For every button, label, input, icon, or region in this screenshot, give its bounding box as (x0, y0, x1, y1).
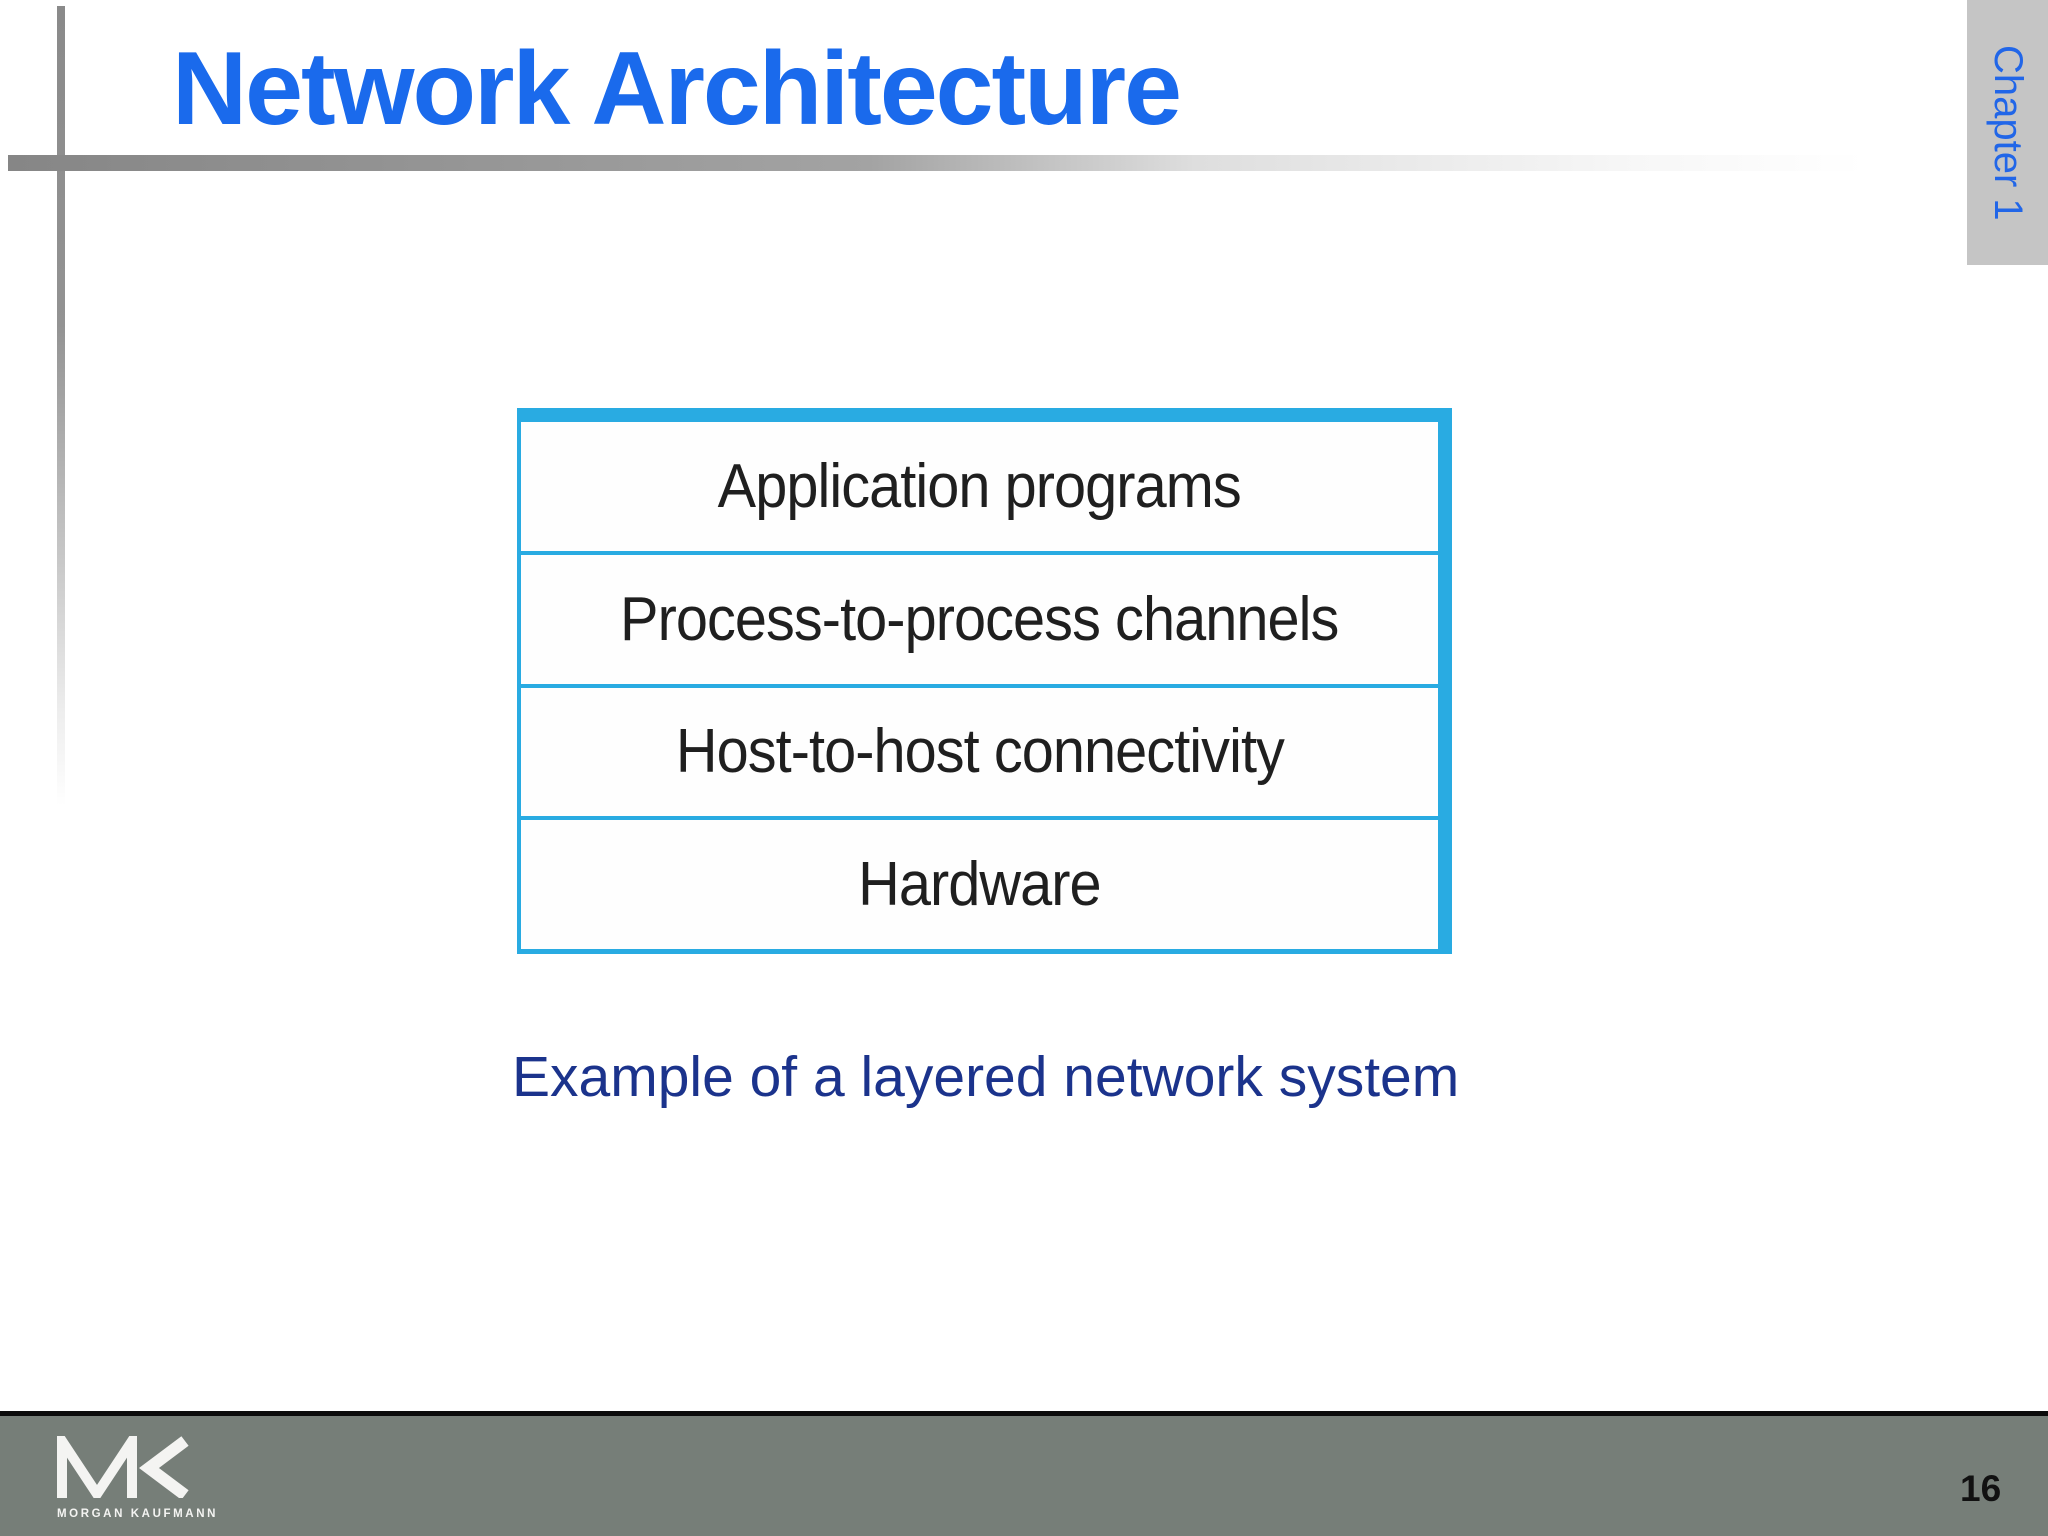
decor-vertical-line (57, 6, 65, 806)
diagram-caption: Example of a layered network system (512, 1045, 1460, 1109)
layer-row-application-programs: Application programs (521, 422, 1438, 551)
layer-label: Host-to-host connectivity (675, 717, 1284, 787)
page-title: Network Architecture (172, 31, 1182, 147)
layer-row-process-to-process-channels: Process-to-process channels (521, 550, 1438, 684)
layer-label: Application programs (717, 451, 1242, 521)
morgan-kaufmann-logo-icon (57, 1436, 189, 1498)
layer-label: Process-to-process channels (620, 584, 1339, 654)
layered-network-diagram: Application programs Process-to-process … (517, 408, 1452, 954)
layer-label: Hardware (858, 850, 1101, 920)
page-number: 16 (1960, 1468, 2002, 1509)
layer-row-hardware: Hardware (521, 816, 1438, 949)
chapter-tab: Chapter 1 (1967, 0, 2048, 265)
chapter-tab-label: Chapter 1 (1986, 44, 2030, 221)
layer-row-host-to-host-connectivity: Host-to-host connectivity (521, 683, 1438, 817)
footer-bar: MORGAN KAUFMANN (0, 1416, 2048, 1536)
decor-horizontal-rule (8, 155, 1923, 171)
logo-wordmark: MORGAN KAUFMANN (57, 1508, 219, 1520)
footer-divider-line (0, 1411, 2048, 1416)
